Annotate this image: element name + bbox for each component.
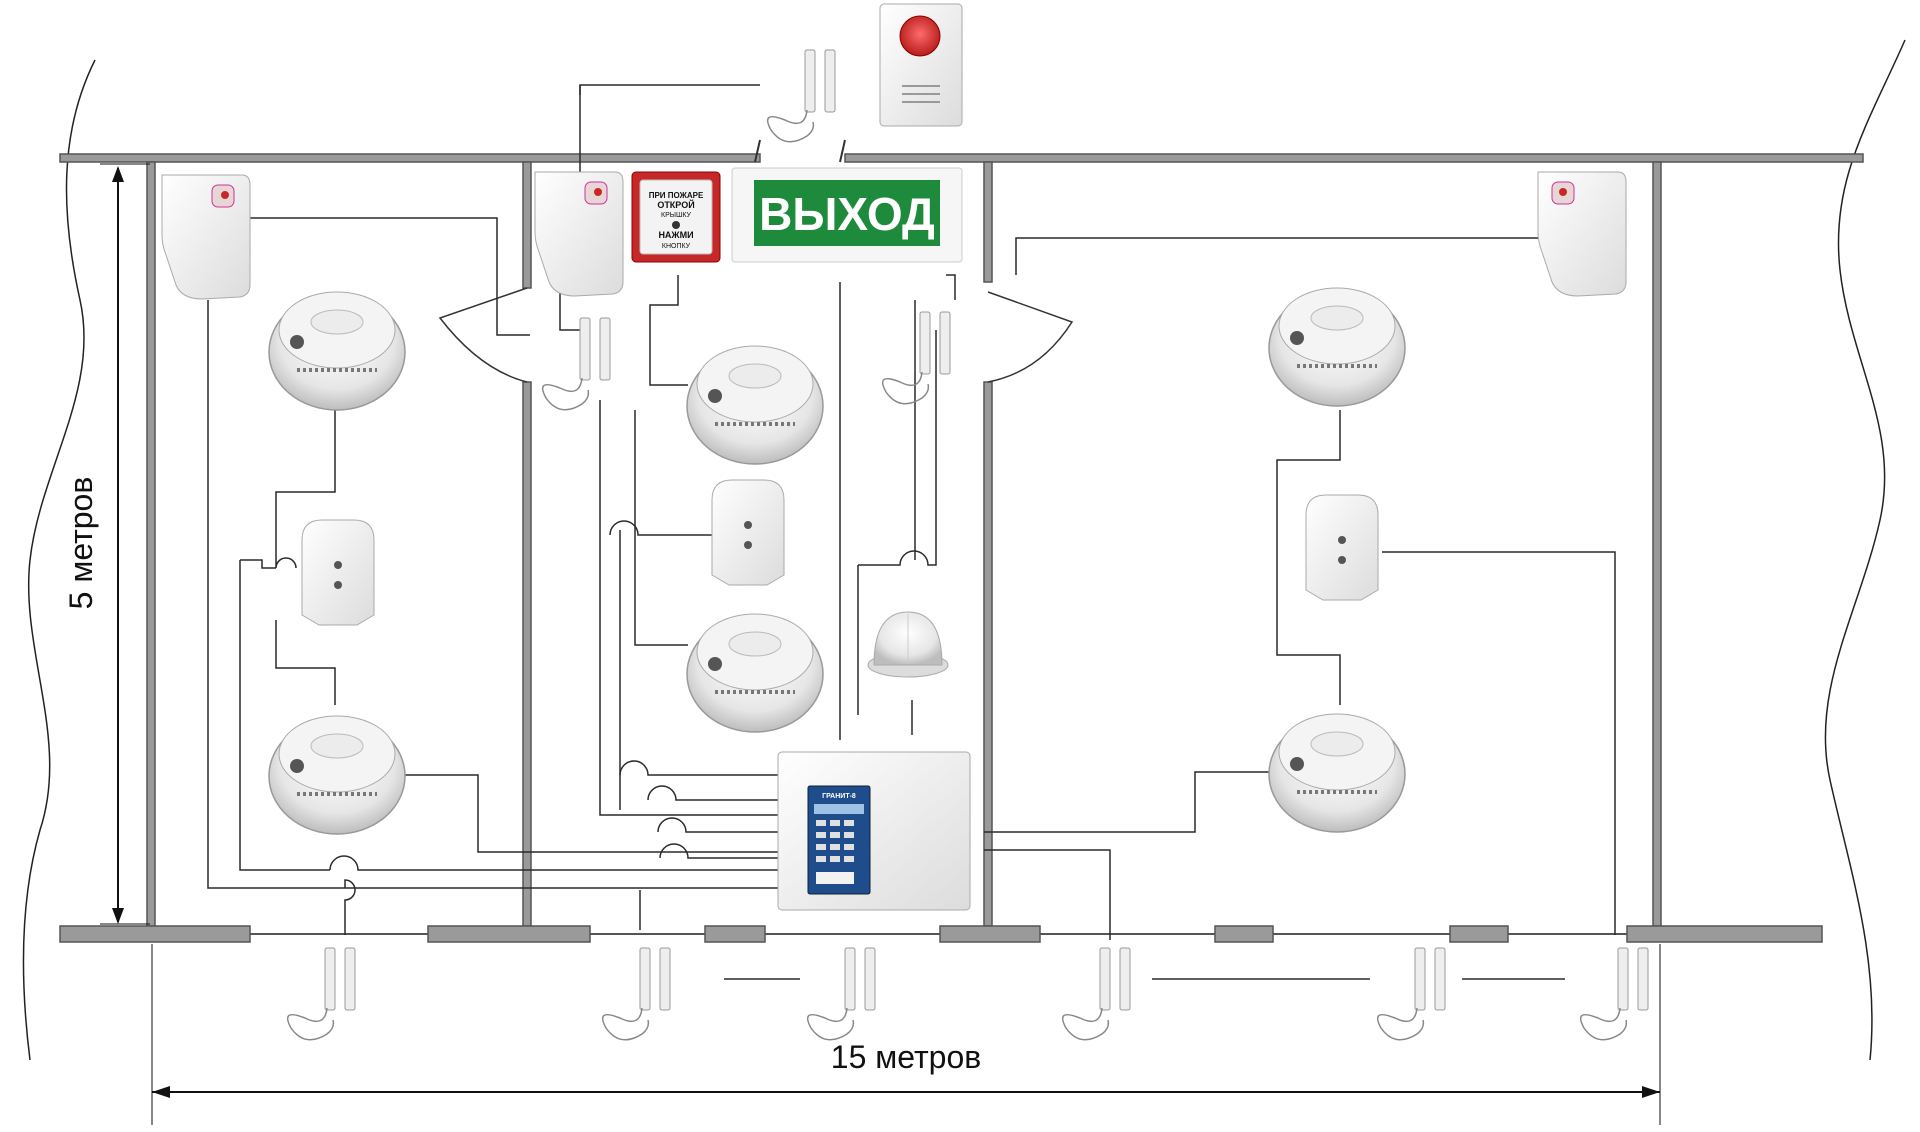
bottom-wall-6 [1449,925,1509,943]
walls [59,139,1864,943]
magnetic-contact-icon [287,947,356,1041]
motion-detector-icon [1537,171,1627,297]
magnetic-contact-icon [1580,947,1649,1041]
bottom-wall-7 [1626,925,1823,943]
wall-v3b [983,381,993,927]
call-point-line-5: КНОПКУ [662,243,691,250]
height-dimension-label: 5 метров [63,477,99,610]
call-point-line-4: НАЖМИ [658,230,693,240]
door-swing-left [438,287,528,383]
manual-call-point: ПРИ ПОЖАРЕ ОТКРОЙ КРЫШКУ НАЖМИ КНОПКУ [631,171,721,263]
call-point-line-3: КРЫШКУ [661,212,692,219]
glass-break-detector-icon [1305,494,1379,601]
bottom-wall-3 [704,925,766,943]
motion-detector-icon [534,171,624,297]
siren-icon [879,3,963,127]
wall-v4 [1652,161,1662,927]
break-line-right [1824,39,1906,1061]
bottom-wall-1 [59,925,251,943]
magnetic-contact-icon [602,947,671,1041]
magnetic-contact-icon [1062,947,1131,1041]
magnetic-contacts [287,49,1649,1041]
dimensions: 5 метров 15 метров [63,163,1661,1125]
smoke-detector-icon [686,613,824,733]
call-point-line-2: ОТКРОЙ [657,199,694,210]
glass-break-detector-icon [711,479,785,586]
magnetic-contact-icon [767,49,836,143]
acoustic-sensor-icon [867,611,949,678]
bottom-wall-5 [1214,925,1274,943]
motion-detectors [161,171,1627,300]
wall-v1 [146,161,156,927]
bottom-wall-4 [939,925,1041,943]
magnetic-contact-icon [1377,947,1446,1041]
top-wall-right [844,153,1864,163]
call-point-line-1: ПРИ ПОЖАРЕ [649,191,704,200]
top-wall-left [59,153,761,163]
break-line-left [22,59,96,1061]
bottom-wall-2 [427,925,591,943]
exit-sign: ВЫХОД [731,167,963,263]
magnetic-contact-icon [542,317,611,411]
motion-detector-icon [161,174,251,300]
smoke-detector-icon [686,345,824,465]
width-dimension-label: 15 метров [831,1039,981,1075]
control-panel: ГРАНИТ-8 [777,751,971,911]
exit-sign-text: ВЫХОД [759,188,935,240]
control-panel-brand: ГРАНИТ-8 [822,793,856,800]
magnetic-contact-icon [882,311,951,405]
wall-v3 [983,161,993,283]
smoke-detectors [268,287,1406,835]
wall-v2 [522,161,532,289]
glass-break-detectors [301,479,1379,626]
magnetic-contact-icon [807,947,876,1041]
glass-break-detector-icon [301,519,375,626]
door-swing-right [987,291,1074,383]
smoke-detector-icon [268,715,406,835]
smoke-detector-icon [1268,713,1406,833]
wiring [207,84,1616,980]
smoke-detector-icon [268,291,406,411]
smoke-detector-icon [1268,287,1406,407]
wall-v2b [522,381,532,927]
